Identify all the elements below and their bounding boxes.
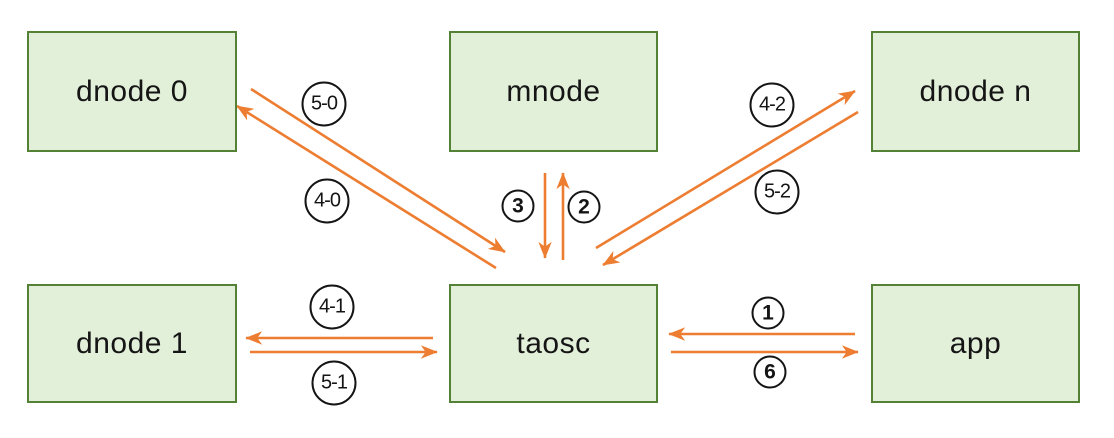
node-dnode-0-label: dnode 0 [76, 74, 188, 108]
edge-label-5-0-text: 5-0 [311, 92, 338, 115]
edge-label-4-0-text: 4-0 [314, 189, 341, 212]
edge-label-4-2: 4-2 [749, 82, 795, 128]
edge-label-5-0: 5-0 [301, 81, 347, 127]
edge-label-4-1: 4-1 [309, 284, 355, 330]
arrow-4-0 [236, 104, 497, 270]
arrow-5-0 [250, 87, 506, 254]
edge-label-1: 1 [751, 296, 785, 330]
edge-label-2-text: 2 [578, 195, 590, 218]
arrow-5-2 [602, 110, 859, 267]
edge-label-4-0: 4-0 [304, 178, 350, 224]
edge-label-4-2-text: 4-2 [759, 93, 786, 116]
edge-label-6-text: 6 [764, 360, 776, 383]
node-dnode-n: dnode n [871, 31, 1080, 152]
edge-label-5-2-text: 5-2 [764, 180, 791, 203]
node-taosc-label: taosc [516, 326, 591, 360]
node-dnode-n-label: dnode n [919, 74, 1032, 108]
edge-label-6: 6 [753, 355, 787, 389]
edge-label-5-1-text: 5-1 [321, 371, 348, 394]
edge-label-2: 2 [567, 190, 601, 224]
edge-label-1-text: 1 [762, 301, 774, 324]
node-app: app [871, 284, 1080, 403]
edge-label-5-2: 5-2 [754, 169, 800, 215]
edge-label-5-1: 5-1 [311, 360, 357, 406]
node-dnode-1: dnode 1 [27, 284, 237, 403]
node-taosc: taosc [449, 284, 658, 403]
node-dnode-1-label: dnode 1 [76, 326, 188, 360]
node-dnode-0: dnode 0 [27, 31, 237, 152]
arrow-4-2 [595, 89, 856, 250]
node-app-label: app [949, 326, 1002, 360]
edge-label-4-1-text: 4-1 [319, 295, 346, 318]
edge-label-3: 3 [501, 189, 535, 223]
node-mnode-label: mnode [506, 74, 601, 108]
edge-label-3-text: 3 [512, 194, 524, 217]
node-mnode: mnode [449, 31, 658, 152]
